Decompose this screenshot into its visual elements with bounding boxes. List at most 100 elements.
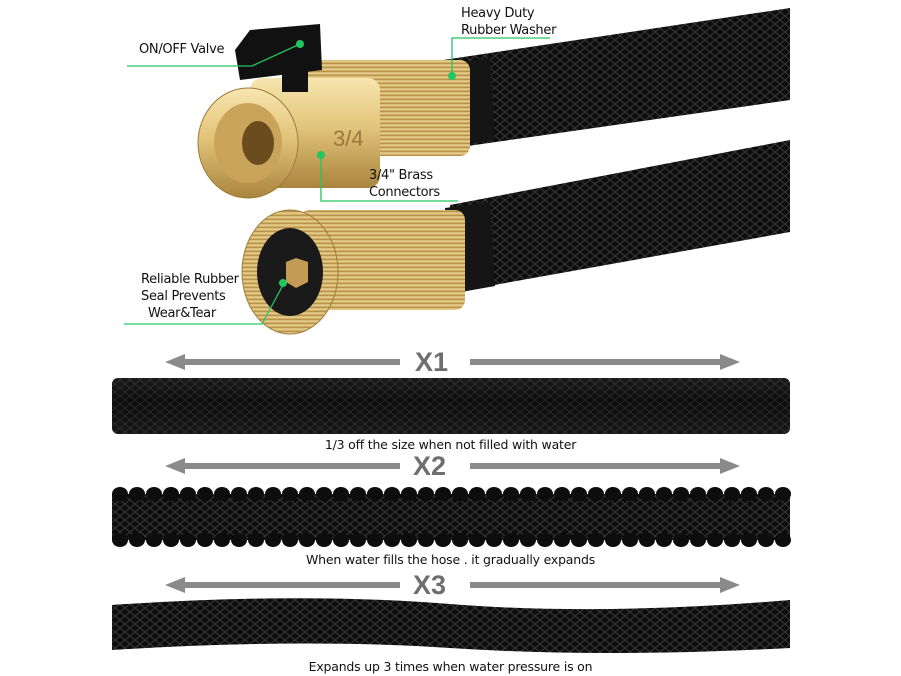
hose-ridge xyxy=(316,533,332,547)
seal-label-line2: Seal Prevents xyxy=(141,289,226,304)
hose-ridge xyxy=(282,487,298,501)
callout-lines xyxy=(124,37,550,325)
hose-ridge xyxy=(690,487,706,501)
brass-label-line2: Connectors xyxy=(369,185,440,200)
hose-ridge xyxy=(299,487,315,501)
female-hose xyxy=(241,140,790,335)
brass-label-line1: 3/4" Brass xyxy=(369,168,433,183)
hose-ridge xyxy=(384,533,400,547)
hose-ridge xyxy=(146,487,162,501)
hose-ridge xyxy=(469,487,485,501)
hose-ridge xyxy=(724,533,740,547)
hose-ridge xyxy=(622,487,638,501)
hose-ridge xyxy=(656,533,672,547)
hose-ridge xyxy=(503,533,519,547)
hose-ridge xyxy=(418,533,434,547)
hose-ridge xyxy=(571,533,587,547)
hose-ridge xyxy=(741,487,757,501)
seal-label-line1: Reliable Rubber xyxy=(141,272,239,287)
hose-ridge xyxy=(554,533,570,547)
hose-ridge xyxy=(452,533,468,547)
hose-ridge xyxy=(197,533,213,547)
hose-stage-2 xyxy=(112,494,790,540)
hose-ridge xyxy=(554,487,570,501)
hose-ridge xyxy=(520,487,536,501)
hose-ridge xyxy=(180,487,196,501)
hose-ridge xyxy=(316,487,332,501)
hose-ridge xyxy=(146,533,162,547)
hose-ridge xyxy=(537,487,553,501)
hose-ridge xyxy=(333,533,349,547)
hose-ridge xyxy=(673,533,689,547)
hose-ridge xyxy=(452,487,468,501)
hose-ridge xyxy=(775,533,791,547)
hose-ridge xyxy=(248,533,264,547)
seal-label-line3: Wear&Tear xyxy=(148,306,216,321)
hose-ridge xyxy=(129,533,145,547)
hose-ridge xyxy=(486,533,502,547)
hose-ridge xyxy=(588,533,604,547)
valve-handle xyxy=(235,24,322,92)
valve-label: ON/OFF Valve xyxy=(139,42,225,57)
hose-ridge xyxy=(350,487,366,501)
hose-ridge xyxy=(367,487,383,501)
hose-ridge xyxy=(758,487,774,501)
washer-label-line1: Heavy Duty xyxy=(461,6,535,21)
hose-ridge xyxy=(112,533,128,547)
hose-ridge xyxy=(197,487,213,501)
callout-dots xyxy=(279,40,456,287)
hose-ridge xyxy=(384,487,400,501)
male-hose: 3/4 xyxy=(197,8,790,199)
multiplier-x3: X3 xyxy=(413,570,447,600)
hose-ridge xyxy=(775,487,791,501)
hose-ridge xyxy=(248,487,264,501)
hose-ridge xyxy=(469,533,485,547)
hose-ridge xyxy=(639,533,655,547)
hose-ridge xyxy=(571,487,587,501)
hose-ridge xyxy=(537,533,553,547)
hose-ridge xyxy=(265,533,281,547)
hose-ridge xyxy=(724,487,740,501)
hose-ridge xyxy=(231,487,247,501)
hose-ridge xyxy=(503,487,519,501)
washer-label-line2: Rubber Washer xyxy=(461,23,557,38)
multiplier-x2: X2 xyxy=(413,451,447,481)
hose-ridge xyxy=(163,487,179,501)
hose-ridge xyxy=(639,487,655,501)
hose-ridge xyxy=(214,487,230,501)
hose-ridge xyxy=(333,487,349,501)
hose-ridge xyxy=(673,487,689,501)
hose-ridge xyxy=(129,487,145,501)
hose-ridge xyxy=(401,533,417,547)
hose-ridge xyxy=(418,487,434,501)
hose-ridge xyxy=(622,533,638,547)
hose-ridge xyxy=(605,533,621,547)
caption-stage-1: 1/3 off the size when not filled with wa… xyxy=(324,437,577,452)
hose-ridge xyxy=(299,533,315,547)
multiplier-x1: X1 xyxy=(415,347,449,377)
hose-ridge xyxy=(656,487,672,501)
hose-ridge xyxy=(435,533,451,547)
hose-ridge xyxy=(486,487,502,501)
caption-stage-2: When water fills the hose . it gradually… xyxy=(305,552,596,567)
hose-ridge xyxy=(112,487,128,501)
hose-stage-3 xyxy=(112,598,790,653)
hose-ridge xyxy=(350,533,366,547)
hose-ridge xyxy=(741,533,757,547)
hose-ridge xyxy=(282,533,298,547)
fitting-mark: 3/4 xyxy=(333,126,364,151)
hose-ridge xyxy=(231,533,247,547)
hose-ridge xyxy=(367,533,383,547)
hose-ridge xyxy=(758,533,774,547)
hose-ridge xyxy=(707,533,723,547)
hose-ridge xyxy=(180,533,196,547)
hose-ridge xyxy=(265,487,281,501)
hose-ridge xyxy=(690,533,706,547)
male-brass-connector xyxy=(197,60,470,199)
hose-ridge xyxy=(435,487,451,501)
hose-ridge xyxy=(401,487,417,501)
expansion-arrows xyxy=(165,354,740,593)
hose-ridge xyxy=(214,533,230,547)
hose-ridge xyxy=(605,487,621,501)
